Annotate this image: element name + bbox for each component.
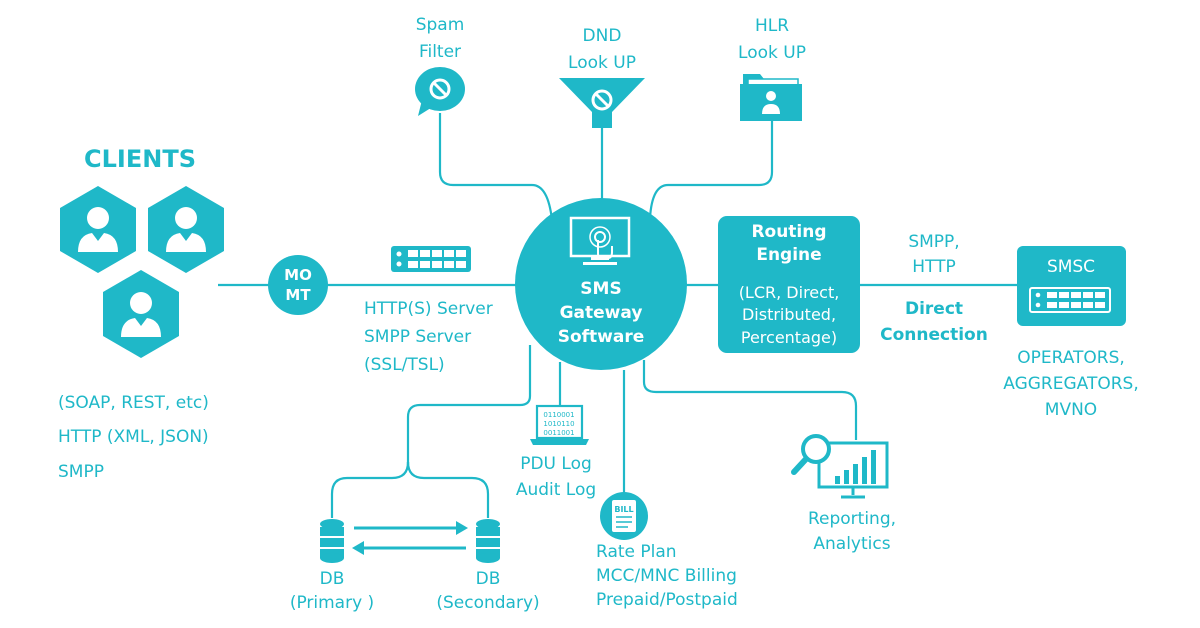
db-trunk-line (406, 345, 532, 465)
server-rack-icon (1029, 287, 1111, 313)
reporting-connector-line (642, 360, 858, 440)
routing-detail-line-2: Distributed, (742, 305, 836, 324)
smsc-protocol-line-1: SMPP, (908, 232, 959, 252)
db-primary-branch-line (330, 461, 410, 518)
dnd-funnel-icon (559, 78, 645, 128)
replication-arrow-left-icon (352, 541, 466, 555)
routing-engine-box: Routing Engine (LCR, Direct, Distributed… (718, 216, 860, 353)
connector-lines (218, 113, 1018, 518)
smsc-box: SMSC (1017, 246, 1126, 326)
user-icon (762, 91, 780, 114)
db-primary-cylinder-icon (320, 519, 344, 563)
client-user-hexagon-2 (148, 186, 224, 273)
spam-label-line-1: Spam (416, 15, 465, 35)
client-user-hexagon-1 (60, 186, 136, 273)
binary-line-3: 0011001 (543, 429, 574, 437)
dnd-label-line-1: DND (583, 26, 622, 46)
dnd-label-line-2: Look UP (568, 53, 636, 73)
billing-mcc-mnc-label: MCC/MNC Billing (596, 566, 737, 586)
touch-monitor-icon (569, 216, 631, 265)
smsc-operators-line-1: OPERATORS, (1017, 348, 1125, 368)
reporting-analytics-icon (791, 434, 889, 499)
smsc-protocol-line-2: HTTP (912, 257, 956, 277)
mo-mt-badge: MO MT (268, 255, 328, 315)
db-secondary-cylinder-icon (476, 519, 500, 563)
mo-label: MO (284, 266, 312, 284)
binary-line-1: 0110001 (543, 411, 574, 419)
gateway-label-line-3: Software (558, 327, 645, 347)
client-protocol-smpp: SMPP (58, 462, 104, 482)
direct-connection-line-1: Direct (905, 299, 963, 319)
smsc-operators-line-2: AGGREGATORS, (1003, 374, 1139, 394)
smsc-label: SMSC (1047, 257, 1095, 277)
smsc-operators-line-3: MVNO (1045, 400, 1097, 420)
user-icon (121, 292, 161, 337)
db-primary-label-line-1: DB (320, 569, 345, 589)
mt-label: MT (285, 286, 311, 304)
server-http-label: HTTP(S) Server (364, 299, 493, 319)
magnifier-icon (791, 434, 831, 475)
billing-rate-plan-label: Rate Plan (596, 542, 677, 562)
server-ssl-label: (SSL/TSL) (364, 355, 445, 375)
db-primary-label-line-2: (Primary ) (290, 593, 374, 613)
bill-icon: BILL (600, 492, 648, 540)
client-user-hexagon-3 (103, 270, 179, 358)
db-secondary-label-line-2: (Secondary) (436, 593, 539, 613)
spam-filter-icon (415, 67, 465, 116)
clients-title: CLIENTS (84, 145, 196, 173)
replication-arrow-right-icon (354, 521, 468, 535)
pdu-log-label: PDU Log (520, 454, 592, 474)
routing-title-line-1: Routing (751, 222, 826, 242)
direct-connection-line-2: Connection (880, 325, 988, 345)
gateway-label-line-2: Gateway (560, 303, 643, 323)
gateway-label-line-1: SMS (580, 279, 621, 299)
hlr-connector-line (648, 120, 774, 219)
routing-detail-line-3: Percentage) (741, 328, 837, 347)
sms-gateway-core: SMS Gateway Software (515, 198, 687, 370)
user-icon (78, 207, 118, 252)
spam-connector-line (438, 113, 554, 221)
hlr-label-line-1: HLR (755, 16, 789, 36)
server-smpp-label: SMPP Server (364, 327, 471, 347)
user-icon (166, 207, 206, 252)
reporting-label-line-1: Reporting, (808, 509, 896, 529)
db-secondary-label-line-1: DB (476, 569, 501, 589)
hlr-folder-icon (740, 74, 802, 121)
server-rack-icon (391, 246, 471, 272)
pdu-laptop-icon: 0110001 1010110 0011001 (530, 404, 589, 445)
spam-label-line-2: Filter (419, 42, 461, 62)
routing-detail-line-1: (LCR, Direct, (739, 283, 840, 302)
binary-line-2: 1010110 (543, 420, 574, 428)
audit-log-label: Audit Log (516, 480, 596, 500)
hlr-label-line-2: Look UP (738, 43, 806, 63)
db-secondary-branch-line (406, 461, 490, 518)
reporting-label-line-2: Analytics (813, 534, 890, 554)
client-protocol-soap-rest: (SOAP, REST, etc) (58, 393, 209, 413)
billing-prepaid-postpaid-label: Prepaid/Postpaid (596, 590, 738, 610)
client-protocol-http: HTTP (XML, JSON) (58, 427, 209, 447)
routing-title-line-2: Engine (756, 245, 821, 265)
bill-badge-label: BILL (614, 505, 633, 514)
